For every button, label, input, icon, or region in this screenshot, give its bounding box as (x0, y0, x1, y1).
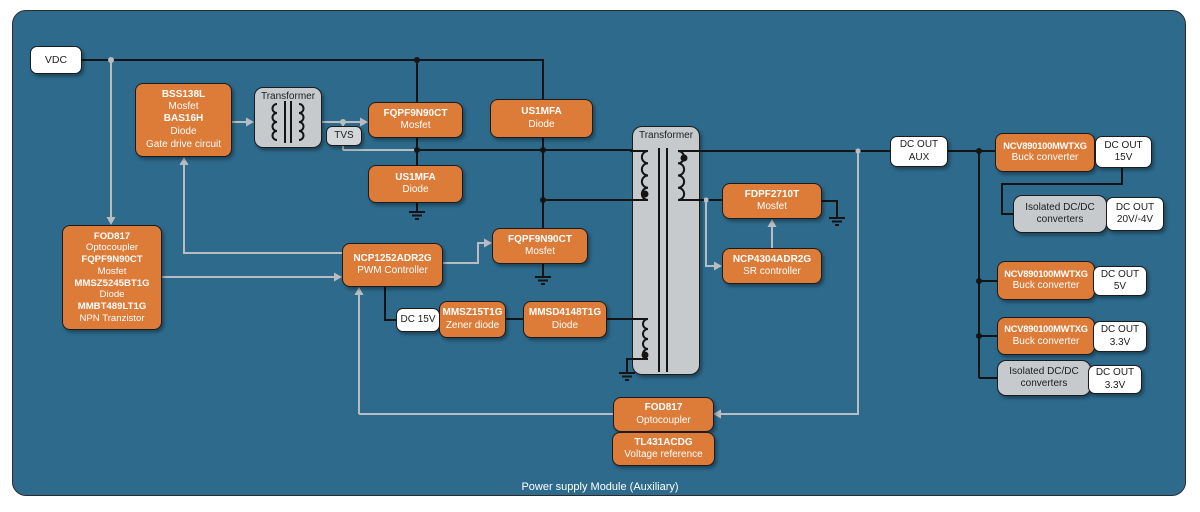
block-pwm-controller: NCP1252ADR2G PWM Controller (342, 243, 443, 287)
zener-desc: Zener diode (445, 319, 500, 331)
out5-l1: DC OUT (1100, 268, 1140, 280)
us1mfa-mid-desc: Diode (402, 184, 429, 195)
block-vdc: VDC (30, 46, 82, 74)
sr-desc: SR controller (743, 266, 801, 277)
pwm-desc: PWM Controller (357, 265, 428, 276)
block-dcout-aux: DC OUT AUX (890, 136, 948, 167)
fdpf-desc: Mosfet (756, 201, 787, 212)
gate-drive-desc2: Diode (170, 125, 197, 137)
fod817-left-l2: Optocoupler (85, 242, 139, 254)
block-dcout-3v3: DC OUT 3.3V (1093, 321, 1147, 352)
block-transformer-1: Transformer (254, 87, 322, 148)
buck5-desc: Buck converter (1012, 280, 1080, 292)
block-diode-us1mfa-mid: US1MFA Diode (368, 165, 463, 203)
mosfet2-part: FQPF9N90CT (508, 233, 572, 245)
mosfet2-desc: Mosfet (524, 246, 555, 257)
out33b-l1: DC OUT (1095, 367, 1135, 379)
out33-l2: 3.3V (1109, 336, 1131, 348)
gate-drive-part1: BSS138L (161, 89, 206, 100)
block-tl431: TL431ACDG Voltage reference (612, 432, 715, 466)
pwm-part: NCP1252ADR2G (353, 252, 432, 264)
iso1-l2: converters (1036, 214, 1084, 225)
fod817-fb-desc: Optocoupler (636, 414, 691, 426)
out20-l2: 20V/-4V (1116, 214, 1154, 225)
block-dcout-5v: DC OUT 5V (1093, 266, 1147, 296)
block-isolated-dcdc-2: Isolated DC/DC converters (997, 360, 1091, 396)
gate-drive-footer: Gate drive circuit (145, 138, 222, 150)
tl431-part: TL431ACDG (634, 436, 693, 448)
gate-drive-part2: BAS16H (163, 113, 204, 125)
buck33-part: NCV890100MWTXG (1004, 324, 1088, 335)
block-tvs: TVS (326, 126, 362, 146)
us1mfa-top-desc: Diode (528, 118, 555, 130)
block-dcout-20v: DC OUT 20V/-4V (1106, 197, 1164, 231)
us1mfa-top-part: US1MFA (521, 106, 562, 118)
out33-l1: DC OUT (1100, 324, 1140, 336)
block-zener-diode: MMSZ15T1G Zener diode (439, 301, 506, 338)
diagram-caption: Power supply Module (Auxiliary) (521, 481, 679, 493)
block-fod817-left: FOD817 Optocoupler FQPF9N90CT Mosfet MMS… (62, 225, 162, 330)
block-dc15v: DC 15V (396, 308, 440, 332)
us1mfa-mid-part: US1MFA (395, 171, 436, 183)
block-buck-15v: NCV890100MWTXG Buck converter (995, 133, 1095, 172)
iso1-l1: Isolated DC/DC (1025, 201, 1095, 213)
buck5-part: NCV890100MWTXG (1004, 268, 1088, 279)
out5-l2: 5V (1113, 281, 1127, 292)
out15-l1: DC OUT (1104, 139, 1143, 151)
buck33-desc: Buck converter (1012, 335, 1080, 347)
block-mosfet-fqpf9n90ct-2: FQPF9N90CT Mosfet (492, 228, 588, 264)
tl431-desc: Voltage reference (624, 449, 703, 460)
transformer1-label: Transformer (260, 91, 316, 102)
diode4148-part: MMSD4148T1G (528, 307, 602, 319)
block-buck-5v: NCV890100MWTXG Buck converter (997, 261, 1095, 300)
buck15-part: NCV890100MWTXG (1003, 140, 1087, 151)
block-transformer-2: Transformer (632, 126, 700, 375)
fdpf-part: FDPF2710T (744, 188, 800, 200)
fod817-fb-part: FOD817 (644, 402, 683, 414)
block-dcout-3v3-b: DC OUT 3.3V (1088, 365, 1142, 394)
iso2-l2: converters (1020, 378, 1068, 389)
out20-l1: DC OUT (1115, 201, 1155, 213)
fod817-left-l7: MMBT489LT1G (77, 300, 147, 312)
fod817-left-l4: Mosfet (97, 265, 127, 277)
block-diode-mmsd4148: MMSD4148T1G Diode (523, 301, 607, 338)
gate-drive-desc1: Mosfet (168, 101, 199, 113)
fod817-left-l3: FQPF9N90CT (81, 254, 143, 266)
fod817-left-l8: NPN Tranzistor (79, 312, 145, 324)
out15-l2: 15V (1114, 152, 1133, 163)
diode4148-desc: Diode (551, 319, 579, 331)
buck15-desc: Buck converter (1011, 152, 1079, 164)
vdc-label: VDC (44, 53, 68, 66)
fod817-left-l1: FOD817 (93, 230, 131, 242)
dcout-aux-l1: DC OUT (899, 139, 939, 151)
mosfet1-desc: Mosfet (400, 120, 431, 131)
block-mosfet-fdpf2710t: FDPF2710T Mosfet (722, 183, 822, 219)
block-diode-us1mfa-top: US1MFA Diode (490, 99, 593, 138)
transformer2-label: Transformer (638, 130, 694, 141)
fod817-left-l6: Diode (99, 289, 125, 301)
iso2-l1: Isolated DC/DC (1009, 365, 1079, 377)
block-gate-drive: BSS138L Mosfet BAS16H Diode Gate drive c… (135, 83, 232, 157)
dc15v-label: DC 15V (400, 313, 436, 325)
block-mosfet-fqpf9n90ct-1: FQPF9N90CT Mosfet (368, 102, 463, 138)
mosfet1-part: FQPF9N90CT (383, 107, 448, 119)
fod817-left-l5: MMSZ5245BT1G (74, 277, 150, 289)
tvs-label: TVS (334, 129, 354, 141)
block-fod817-feedback: FOD817 Optocoupler (613, 397, 714, 432)
out33b-l2: 3.3V (1104, 379, 1126, 391)
block-buck-3v3: NCV890100MWTXG Buck converter (997, 317, 1095, 355)
sr-part: NCP4304ADR2G (732, 253, 812, 265)
zener-part: MMSZ15T1G (442, 307, 503, 319)
dcout-aux-l2: AUX (908, 151, 930, 163)
block-sr-controller: NCP4304ADR2G SR controller (722, 248, 822, 284)
block-dcout-15v: DC OUT 15V (1095, 136, 1152, 168)
block-isolated-dcdc-1: Isolated DC/DC converters (1013, 195, 1107, 233)
